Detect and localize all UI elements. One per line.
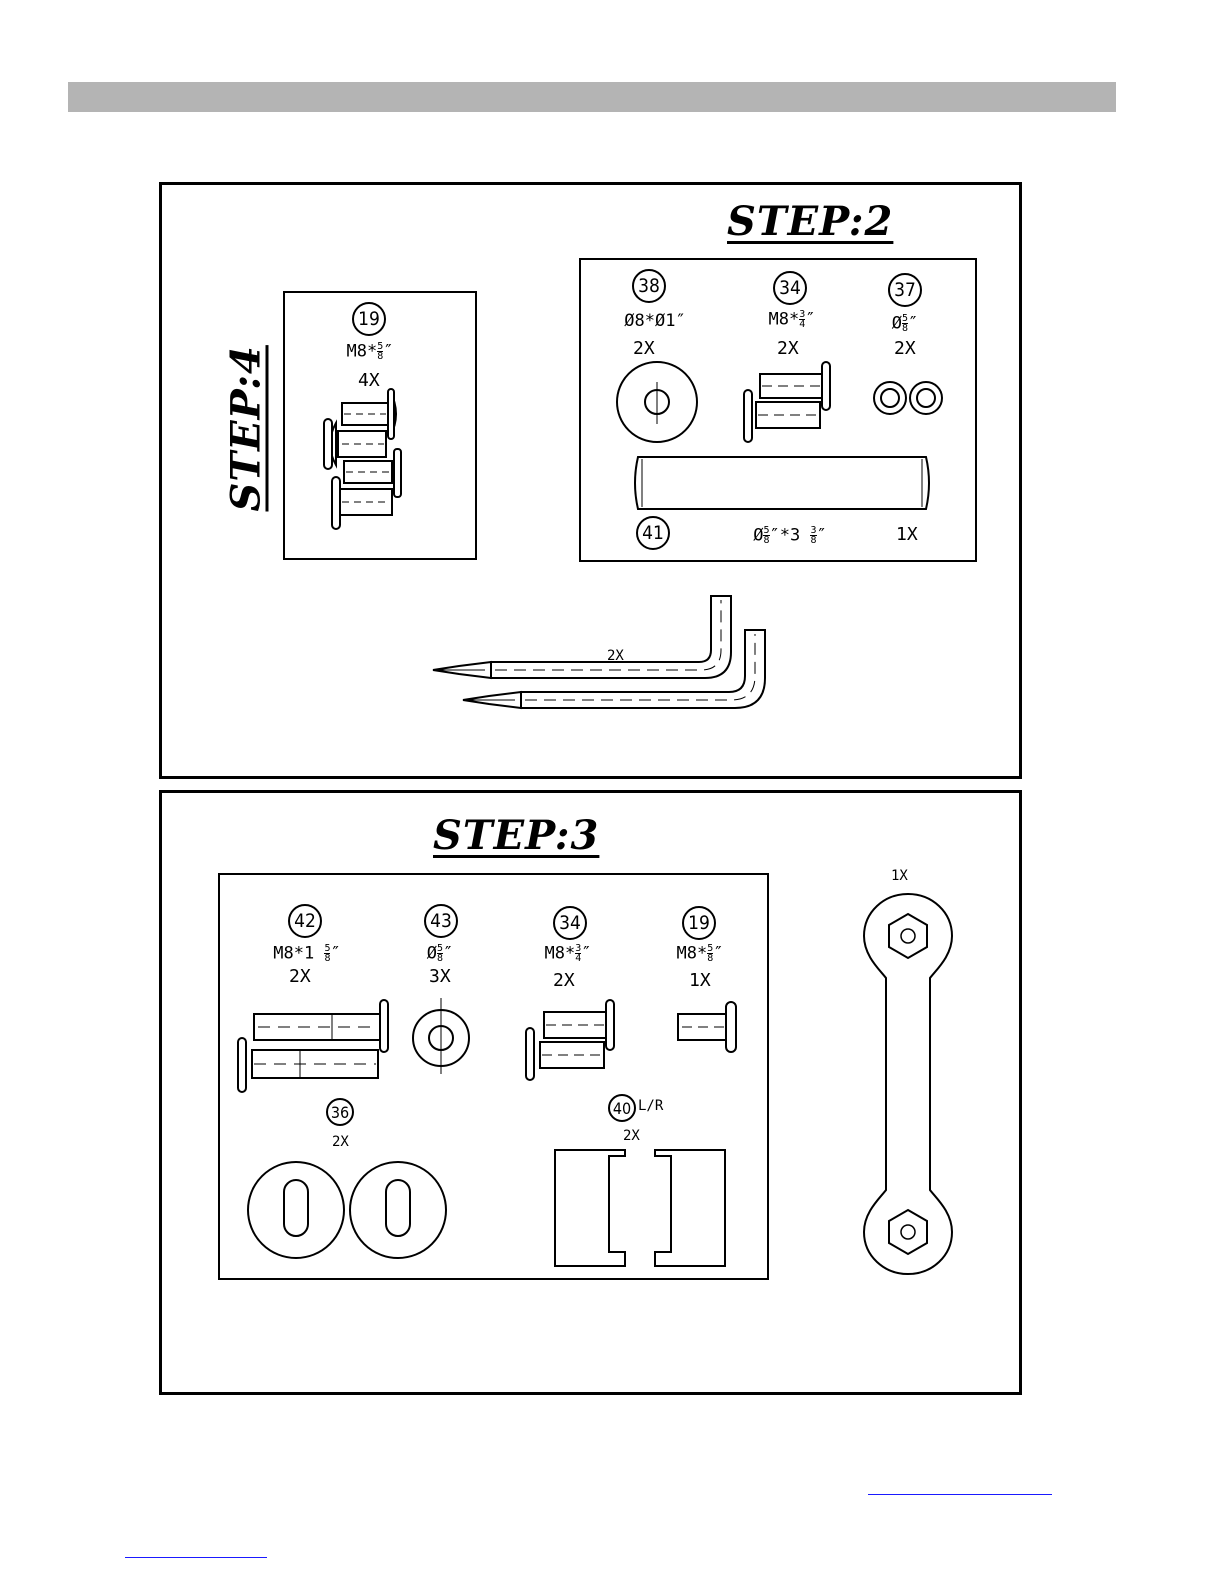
footer-link-underline	[868, 1494, 1052, 1495]
hex-wrench-illustration	[860, 892, 956, 1276]
part-number-badge: 37	[888, 273, 922, 307]
long-bolt-pair-illustration	[234, 996, 396, 1094]
part-quantity: 2X	[777, 338, 799, 359]
part-quantity: 2X	[553, 970, 575, 991]
part-quantity: 1X	[896, 524, 918, 545]
part-number-badge: 19	[682, 906, 716, 940]
step-2-title: STEP:2	[727, 198, 893, 245]
washer-illustration	[408, 996, 474, 1076]
part-quantity: 1X	[689, 970, 711, 991]
bolt-pair-illustration	[520, 996, 624, 1084]
bolt-group-illustration	[320, 385, 410, 535]
bolt-illustration	[674, 1000, 744, 1056]
spring-washer-illustration	[870, 378, 948, 418]
step-4-title: STEP:4	[223, 372, 270, 512]
bolt-pair-illustration	[740, 360, 840, 446]
part-suffix: L/R	[638, 1098, 663, 1114]
part-quantity: 2X	[332, 1134, 349, 1150]
part-quantity: 2X	[894, 338, 916, 359]
step-3-title: STEP:3	[433, 812, 599, 859]
part-quantity: 3X	[429, 966, 451, 987]
part-number-badge: 34	[553, 906, 587, 940]
part-number-badge: 38	[632, 269, 666, 303]
header-bar	[68, 82, 1116, 112]
allen-key-screwdriver-illustration	[425, 592, 775, 742]
part-number-badge: 36	[326, 1098, 354, 1126]
part-quantity: 2X	[623, 1128, 640, 1144]
axle-rod-illustration	[632, 455, 932, 511]
bracket-pair-illustration	[553, 1148, 729, 1270]
part-quantity: 2X	[289, 966, 311, 987]
part-number-badge: 40	[608, 1094, 636, 1122]
part-quantity: 2X	[633, 338, 655, 359]
washer-illustration	[614, 360, 700, 446]
part-number-badge: 43	[424, 904, 458, 938]
part-number-badge: 34	[773, 271, 807, 305]
part-number-badge: 41	[636, 516, 670, 550]
footer-link-underline	[125, 1557, 267, 1558]
part-spec: Ø8*Ø1″	[610, 312, 700, 330]
part-number-badge: 19	[352, 302, 386, 336]
end-cap-pair-illustration	[244, 1156, 454, 1266]
part-number-badge: 42	[288, 904, 322, 938]
wrench-quantity: 1X	[891, 868, 908, 884]
